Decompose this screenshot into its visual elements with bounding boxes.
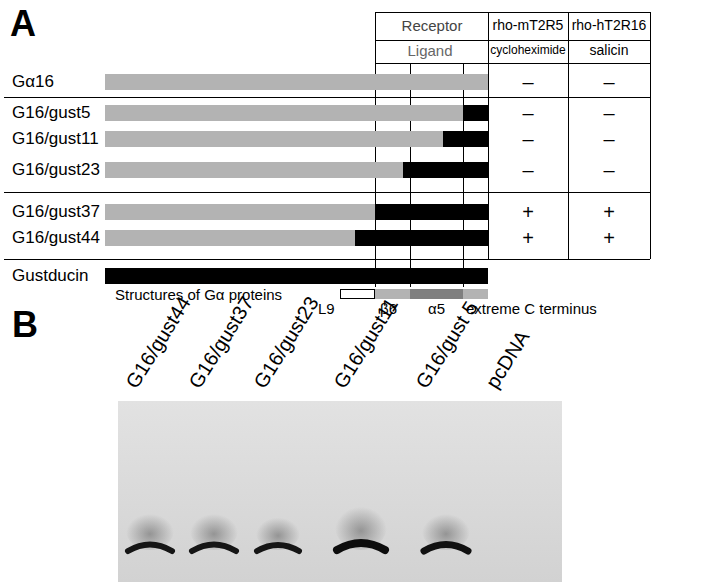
gust-segment — [463, 105, 488, 121]
band-smear — [335, 502, 387, 550]
gel-band — [422, 510, 470, 551]
column-header: rho-hT2R16 — [572, 18, 647, 33]
galpha16-bar — [105, 74, 488, 90]
result-sign: – — [603, 102, 614, 124]
column-header: Receptor — [402, 18, 463, 35]
legend-swatch — [375, 289, 410, 299]
lane-label: G16/gust23 — [249, 293, 322, 392]
gust-segment — [443, 131, 488, 147]
protein-band — [337, 543, 385, 550]
legend-label: extreme C terminus — [466, 301, 597, 318]
row-label: G16/gust23 — [12, 161, 100, 180]
table-grid — [4, 12, 651, 287]
grid-line — [375, 40, 650, 41]
row-label: G16/gust5 — [12, 104, 90, 123]
legend-title: Structures of Gα proteins — [115, 287, 282, 304]
result-sign: – — [522, 128, 533, 150]
row-label: G16/gust44 — [12, 229, 100, 248]
result-sign: + — [603, 201, 615, 223]
result-sign: + — [603, 227, 615, 249]
protein-band — [424, 545, 468, 552]
row-label: Gα16 — [12, 73, 54, 92]
legend-swatch — [410, 289, 463, 299]
gel-band — [126, 510, 174, 551]
legend-swatch — [340, 289, 375, 299]
legend-label: α5 — [428, 301, 445, 318]
grid-line — [4, 259, 650, 260]
g16-segment — [105, 131, 443, 147]
grid-line — [375, 63, 650, 64]
result-sign: – — [603, 128, 614, 150]
grid-line — [650, 12, 651, 259]
result-sign: + — [522, 227, 534, 249]
result-sign: – — [522, 71, 533, 93]
result-sign: + — [522, 201, 534, 223]
lane-label: pcDNA — [481, 327, 533, 392]
row-label: Gustducin — [12, 267, 89, 286]
gust-segment — [355, 230, 488, 246]
legend-swatch — [463, 289, 488, 299]
panel-letter: A — [10, 4, 36, 44]
band-smear — [256, 514, 300, 550]
legend-label: β6 — [380, 301, 397, 318]
panel-letter: B — [12, 305, 38, 345]
band-smear — [422, 510, 470, 550]
band-smear — [126, 510, 174, 550]
grid-line — [4, 97, 650, 98]
gustducin-bar — [105, 268, 488, 284]
g16-segment — [105, 105, 463, 121]
g16-segment — [105, 162, 403, 178]
table-cell: salicin — [590, 43, 629, 58]
gust-segment — [375, 204, 488, 220]
western-blot — [118, 401, 562, 582]
grid-line — [375, 12, 650, 13]
gust-segment — [403, 162, 488, 178]
gel-membrane — [118, 401, 562, 582]
result-sign: – — [522, 102, 533, 124]
result-sign: – — [522, 159, 533, 181]
grid-line — [488, 12, 489, 259]
row-header: Ligand — [407, 43, 452, 60]
gel-band — [190, 510, 238, 551]
gel-band — [335, 502, 387, 550]
band-smear — [190, 510, 238, 550]
result-sign: – — [603, 71, 614, 93]
gel-band — [256, 514, 300, 551]
row-label: G16/gust11 — [12, 130, 99, 149]
protein-band — [128, 545, 172, 552]
legend-label: L9 — [318, 301, 335, 318]
protein-band — [257, 545, 299, 551]
g16-segment — [105, 230, 355, 246]
grid-line — [568, 12, 569, 259]
protein-bars — [105, 74, 488, 284]
table-cell: cycloheximide — [490, 44, 565, 57]
grid-line — [4, 192, 650, 193]
column-header: rho-mT2R5 — [493, 18, 564, 33]
row-label: G16/gust37 — [12, 203, 100, 222]
result-sign: – — [603, 159, 614, 181]
lane-label: G16/gust37 — [184, 293, 257, 392]
protein-band — [192, 545, 236, 552]
lane-label: G16/gust44 — [121, 293, 194, 392]
g16-segment — [105, 204, 375, 220]
